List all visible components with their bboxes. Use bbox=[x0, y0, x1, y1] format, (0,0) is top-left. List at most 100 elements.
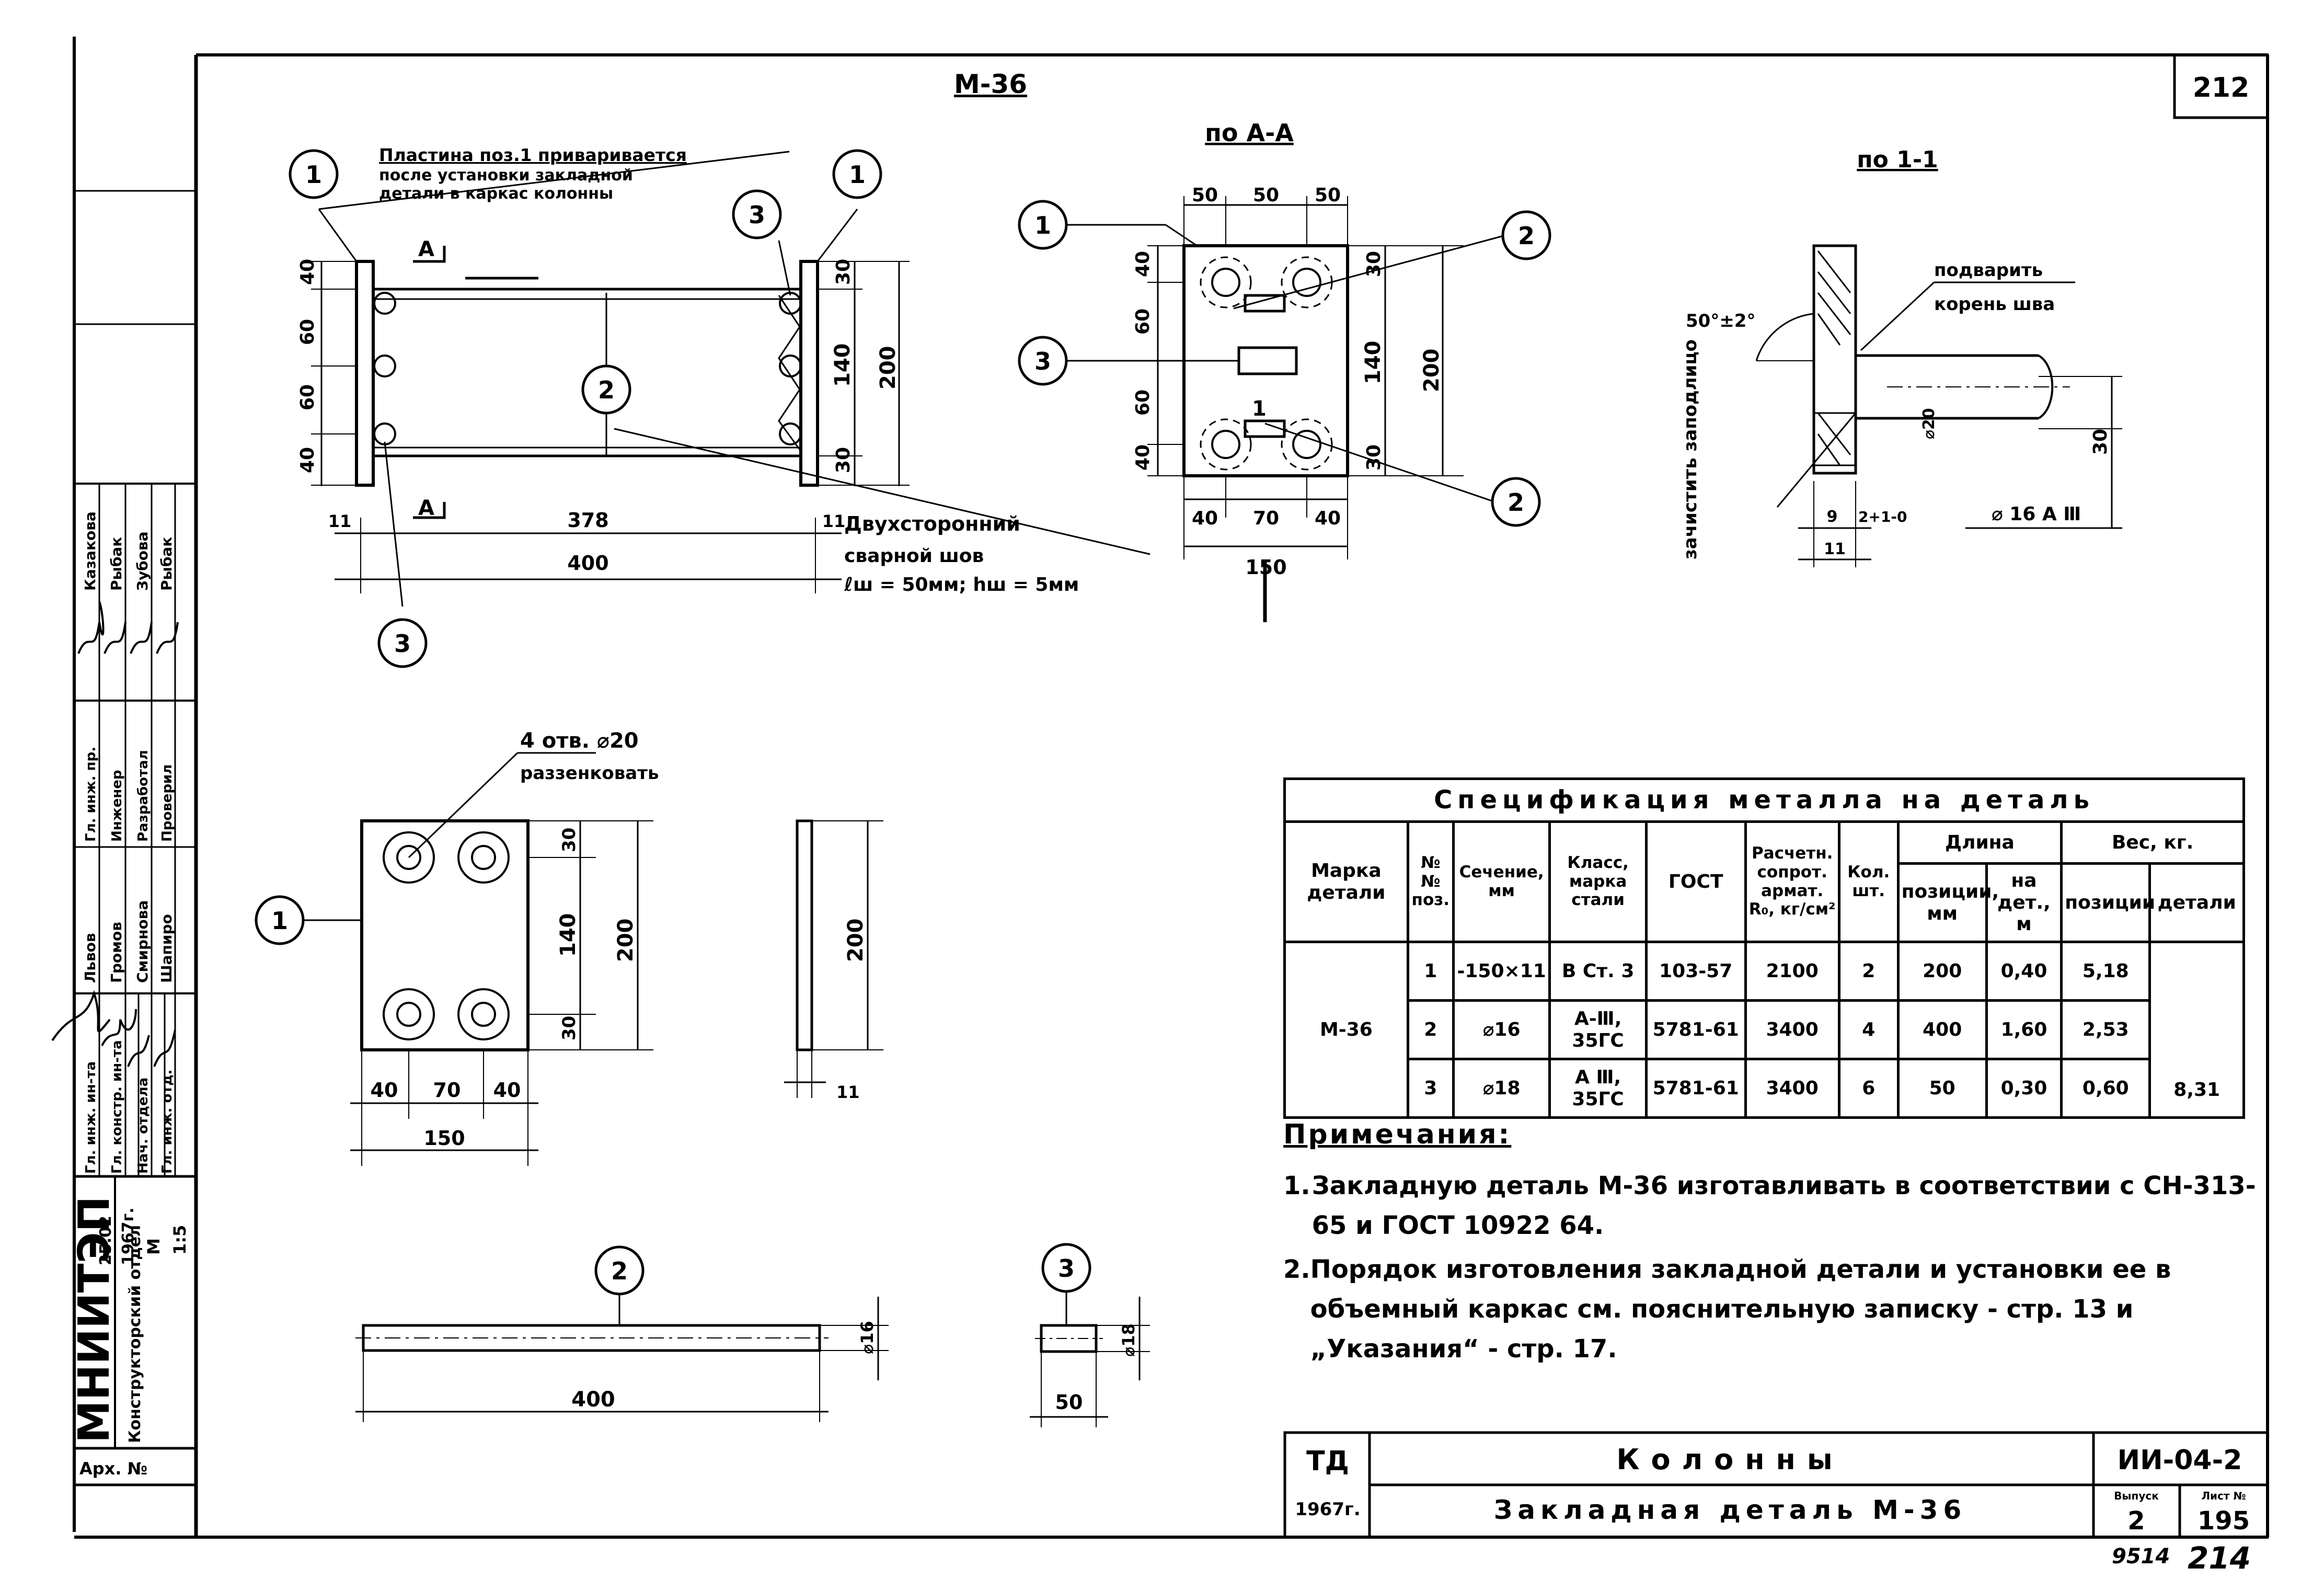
spec-header: Расчетн. сопрот. армат. R₀, кг/см² bbox=[1744, 820, 1840, 943]
stamp-name: Рыбак bbox=[158, 537, 175, 591]
dim: 2+1-0 bbox=[1858, 508, 1907, 525]
dim: 140 bbox=[556, 913, 580, 957]
position-3: 3 bbox=[749, 201, 765, 229]
dim: 200 bbox=[876, 346, 900, 390]
tb-sheet: 195 bbox=[2198, 1506, 2250, 1536]
table-cell: 3400 bbox=[1744, 999, 1840, 1060]
bar-2-detail bbox=[355, 1273, 889, 1422]
plate-note: детали в каркас колонны bbox=[379, 185, 613, 203]
dim: 70 bbox=[1253, 508, 1279, 529]
dim: 30 bbox=[833, 447, 854, 473]
holes-note: раззенковать bbox=[520, 763, 659, 784]
spec-header: Марка детали bbox=[1283, 820, 1409, 943]
stamp-name: Смирнова bbox=[134, 900, 151, 983]
dim: 378 bbox=[567, 509, 608, 532]
table-cell: 200 bbox=[1896, 941, 1988, 1002]
spec-header: Сечение, мм bbox=[1452, 820, 1551, 943]
stamp-m: М bbox=[144, 1238, 164, 1255]
section-11-title: по 1-1 bbox=[1857, 146, 1938, 173]
tb-issue: 2 bbox=[2127, 1506, 2145, 1536]
spec-header: позиции bbox=[2060, 862, 2155, 943]
table-cell: 2100 bbox=[1744, 941, 1840, 1002]
table-cell: 3400 bbox=[1744, 1058, 1840, 1119]
dim: 30 bbox=[833, 259, 854, 285]
table-cell: 2 bbox=[1837, 941, 1900, 1002]
position-3: 3 bbox=[1058, 1254, 1075, 1283]
spec-header: Длина bbox=[1896, 820, 2063, 865]
position-2: 2 bbox=[598, 376, 615, 404]
holes-note: 4 отв. ⌀20 bbox=[520, 729, 639, 753]
stamp-name: Шапиро bbox=[158, 914, 175, 983]
weld-angle: 50°±2° bbox=[1686, 311, 1755, 331]
table-cell: 1,60 bbox=[1985, 999, 2063, 1060]
title-block bbox=[1283, 1431, 2269, 1539]
position-1: 1 bbox=[271, 907, 288, 935]
sheet-frame bbox=[73, 37, 2269, 1539]
plate-note: Пластина поз.1 приваривается bbox=[379, 145, 687, 165]
dim: 70 bbox=[433, 1079, 461, 1102]
note-text: Порядок изготовления закладной детали и … bbox=[1310, 1255, 2171, 1364]
table-cell: 400 bbox=[1896, 999, 1988, 1060]
position-markers-aa bbox=[1018, 200, 1551, 527]
tb-sheet-label: Лист № bbox=[2201, 1490, 2246, 1502]
dim: 60 bbox=[1132, 308, 1154, 335]
dim: 60 bbox=[297, 319, 318, 345]
stamp-org: МНИИТЭП bbox=[70, 1196, 119, 1443]
notes-title: Примечания: bbox=[1283, 1119, 1512, 1150]
stamp-year: 1967г. bbox=[119, 1207, 137, 1265]
position-1: 1 bbox=[1034, 211, 1051, 239]
tb-bottom-hand: 214 bbox=[2188, 1540, 2251, 1576]
dim: 140 bbox=[831, 344, 855, 387]
table-row: 2 ⌀16 А-Ⅲ, 35ГС 5781-61 3400 4 400 1,60 … bbox=[1285, 999, 2244, 1060]
tb-code: ИИ-04-2 bbox=[2118, 1445, 2242, 1476]
dim: 60 bbox=[297, 384, 318, 410]
stamp-role: Гл. инж. ин-та bbox=[83, 1061, 99, 1174]
dim: 30 bbox=[559, 828, 580, 852]
section-aa-view bbox=[1056, 196, 1506, 622]
spec-header: позиции, мм bbox=[1896, 862, 1999, 943]
spec-header: Вес, кг. bbox=[2060, 820, 2245, 865]
dim: 30 bbox=[1363, 444, 1385, 471]
main-view bbox=[311, 151, 1151, 607]
signatures bbox=[51, 601, 179, 1067]
position-1: 1 bbox=[305, 161, 322, 189]
spec-header: детали bbox=[2148, 862, 2245, 943]
table-cell: 50 bbox=[1896, 1058, 1988, 1119]
table-cell: А-Ⅲ, 35ГС bbox=[1548, 999, 1648, 1060]
note-number: 1. bbox=[1283, 1171, 1310, 1200]
table-cell: 4 bbox=[1837, 999, 1900, 1060]
tb-issue-label: Выпуск bbox=[2114, 1490, 2159, 1502]
main-view-title: М-36 bbox=[954, 69, 1027, 99]
position-marker bbox=[255, 895, 305, 945]
section-mark-a: А bbox=[418, 237, 434, 261]
spec-header: Кол. шт. bbox=[1837, 820, 1900, 943]
position-markers-main bbox=[289, 149, 882, 668]
dim: 200 bbox=[1420, 349, 1444, 393]
page-number-box bbox=[2173, 53, 2269, 119]
position-3: 3 bbox=[1034, 347, 1051, 375]
stamp-arch: Арх. № bbox=[79, 1459, 147, 1479]
spec-mark: М-36 bbox=[1283, 941, 1409, 1119]
section-11-view bbox=[1755, 244, 2122, 567]
table-cell: 5781-61 bbox=[1644, 999, 1747, 1060]
dim: 150 bbox=[423, 1127, 465, 1150]
side-note: зачистить заподлицо bbox=[1680, 339, 1701, 559]
dim: 40 bbox=[297, 259, 318, 285]
note-text: Закладную деталь М-36 изготавливать в со… bbox=[1311, 1171, 2256, 1240]
note-item: 2. Порядок изготовления закладной детали… bbox=[1283, 1250, 2276, 1369]
dim: ⌀16 bbox=[857, 1321, 877, 1354]
dim: ⌀18 bbox=[1119, 1323, 1138, 1357]
tb-year: 1967г. bbox=[1295, 1499, 1360, 1520]
page-number: 212 bbox=[2193, 72, 2250, 104]
position-2: 2 bbox=[1518, 222, 1535, 250]
weld-note: сварной шов bbox=[844, 545, 984, 567]
stamp-name: Зубова bbox=[134, 531, 151, 591]
weld-11-note: подварить bbox=[1934, 260, 2043, 281]
position-marker bbox=[594, 1245, 645, 1296]
spec-header: на дет., м bbox=[1985, 862, 2063, 943]
dim: 40 bbox=[297, 447, 318, 473]
spec-header: №№ поз. bbox=[1406, 820, 1455, 943]
dim: ⌀20 bbox=[1920, 408, 1938, 439]
dim: 200 bbox=[614, 919, 638, 963]
